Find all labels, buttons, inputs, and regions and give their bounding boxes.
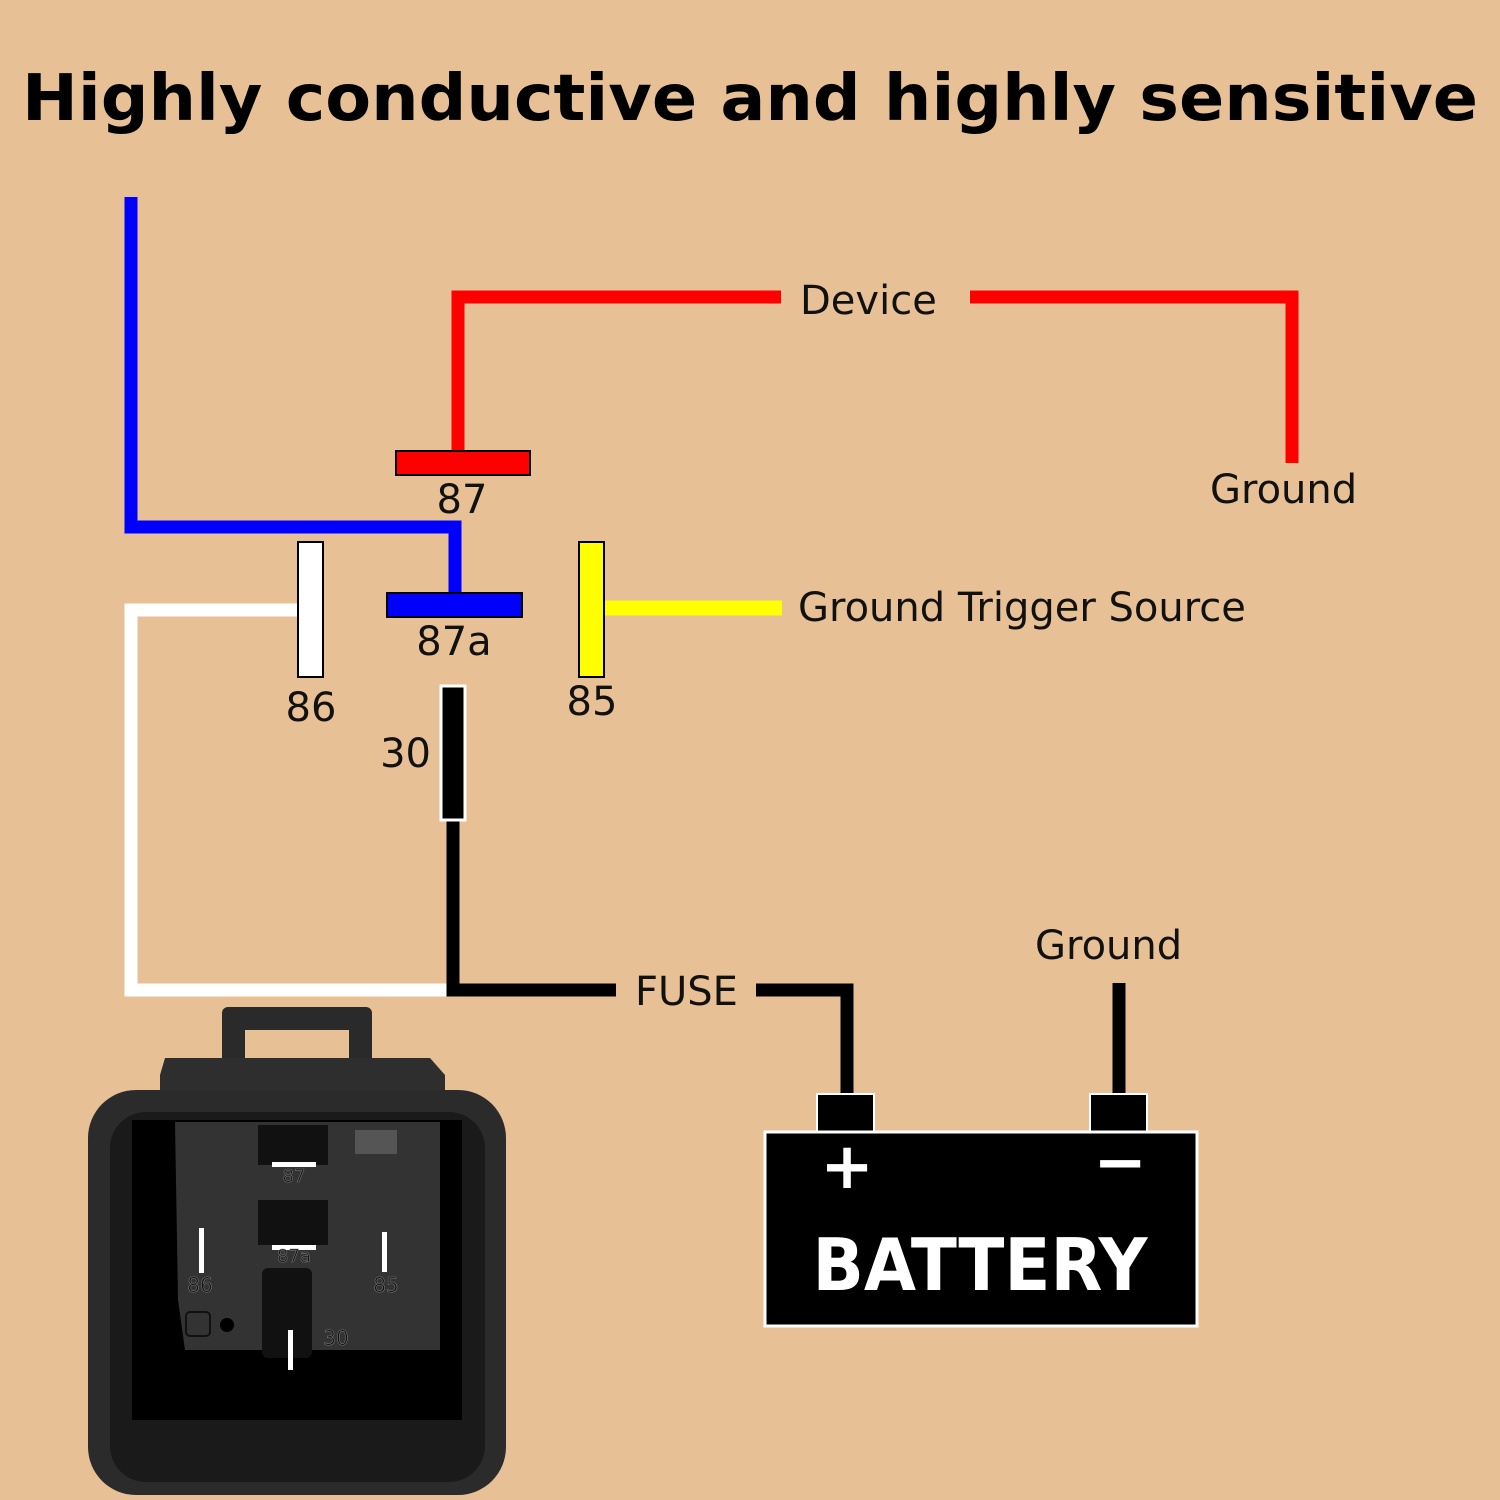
relay-pin-label-87a: 87a: [277, 1246, 311, 1267]
wire-86: [124, 603, 447, 997]
label-30: 30: [380, 731, 431, 777]
wire-87a: [124, 197, 462, 595]
label-ground-battery: Ground: [1035, 923, 1182, 969]
relay-pin-label-30: 30: [323, 1326, 348, 1350]
label-fuse: FUSE: [635, 969, 738, 1015]
terminal-30: [439, 684, 467, 822]
battery-terminal-negative: [1089, 1093, 1148, 1135]
battery: + − BATTERY: [763, 1093, 1199, 1328]
relay-pin-label-86: 86: [187, 1273, 212, 1297]
label-device: Device: [800, 278, 937, 324]
label-87a: 87a: [416, 619, 491, 665]
terminal-87: [395, 450, 531, 476]
wire-fuse-battery: [756, 983, 854, 1096]
label-ground-trigger-source: Ground Trigger Source: [798, 585, 1246, 631]
relay-image: 86 85 30 87 87a: [88, 1007, 506, 1495]
wire-87-device: [451, 290, 781, 452]
wire-device-ground: [970, 290, 1299, 463]
page-title: Highly conductive and highly sensitive: [22, 62, 1478, 136]
terminal-85: [578, 541, 605, 678]
terminal-87a: [386, 592, 523, 618]
battery-terminal-positive: [816, 1093, 875, 1135]
wire-30-fuse: [446, 820, 616, 997]
battery-label: BATTERY: [813, 1223, 1149, 1307]
label-86: 86: [286, 685, 337, 731]
label-85: 85: [567, 679, 618, 725]
battery-body: [763, 1130, 1199, 1328]
battery-plus-sign: +: [820, 1130, 874, 1204]
battery-minus-sign: −: [1093, 1126, 1147, 1200]
relay-pin-label-85: 85: [373, 1273, 398, 1297]
terminal-86: [297, 541, 324, 678]
label-ground-top: Ground: [1210, 467, 1357, 513]
label-87: 87: [437, 477, 488, 523]
relay-pin-label-87: 87: [283, 1166, 306, 1187]
